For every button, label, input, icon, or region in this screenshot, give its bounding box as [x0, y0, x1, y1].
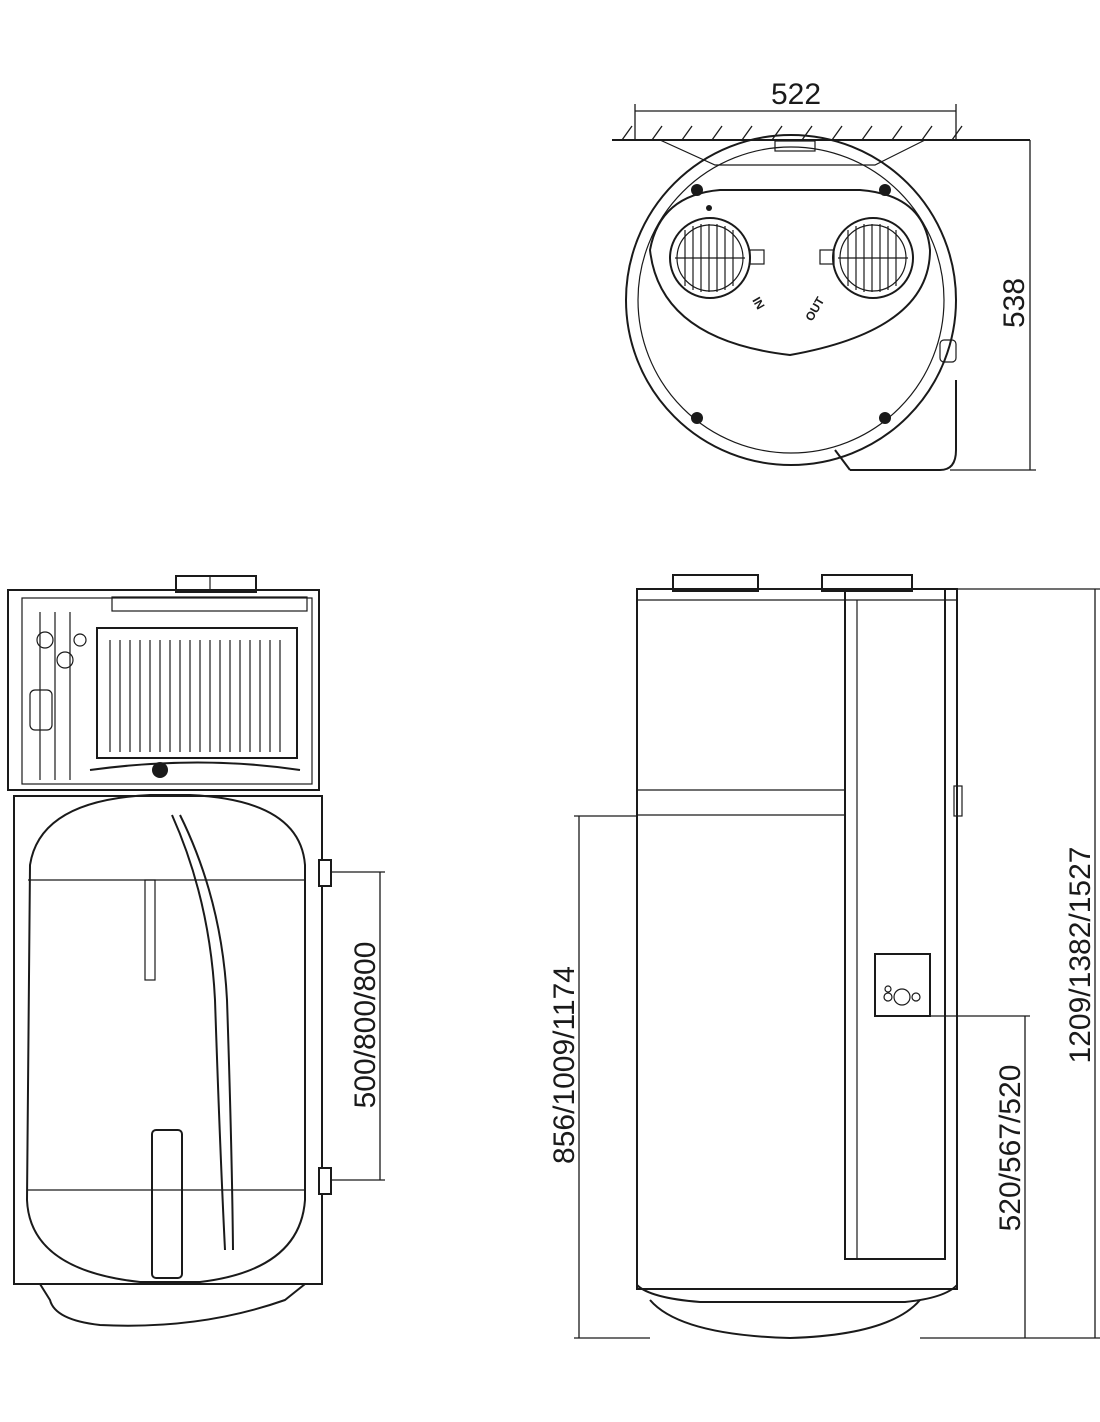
- cross-section-view: 500/800/800: [7, 575, 385, 1327]
- screw-icon: [691, 412, 703, 424]
- screw-icon: [691, 184, 703, 196]
- top-plate: [111, 596, 308, 612]
- outlet-label: OUT: [802, 294, 827, 324]
- depth-dimension-label: 538: [998, 278, 1031, 328]
- upper-housing: [7, 589, 320, 791]
- anode-rod: [144, 879, 156, 981]
- side-panel: [844, 588, 946, 1260]
- side-button: [939, 339, 957, 363]
- evaporator-coil: [96, 627, 298, 759]
- sensor-height-label: 520/567/520: [994, 1065, 1027, 1232]
- lower-connection: [318, 1167, 332, 1195]
- appliance-body: [636, 588, 958, 1290]
- wall-hatching: [621, 125, 963, 141]
- dip-tube-outer: [179, 814, 234, 1251]
- coil-fins: [109, 640, 281, 752]
- inlet-grille: [669, 217, 765, 299]
- base-plate: [649, 1299, 921, 1340]
- control-knob-icon: [893, 988, 911, 1006]
- top-cap: [821, 574, 913, 592]
- upper-connection: [318, 859, 332, 887]
- base: [38, 1283, 308, 1327]
- top-cap: [672, 574, 759, 592]
- connection-height-label: 856/1009/1174: [548, 966, 581, 1164]
- side-view: 856/1009/1174 1209/1382/1527 520/567/520: [548, 574, 1100, 1340]
- width-dimension-label: 522: [771, 78, 821, 111]
- fan-blade: [89, 761, 301, 771]
- top-cap: [175, 575, 257, 593]
- bottom-dome: [636, 1284, 958, 1303]
- control-panel: [874, 953, 931, 1017]
- screw-icon: [879, 184, 891, 196]
- dip-tube: [171, 814, 226, 1251]
- wall-bracket: [659, 139, 926, 166]
- total-height-label: 1209/1382/1527: [1064, 847, 1097, 1064]
- spacing-dimension-label: 500/800/800: [349, 942, 382, 1109]
- side-knob: [953, 785, 963, 817]
- screw-icon: [879, 412, 891, 424]
- top-view: 522 538: [612, 78, 1036, 471]
- heating-element: [151, 1129, 183, 1279]
- inlet-label: IN: [749, 295, 767, 312]
- tank-vessel: [25, 794, 306, 1283]
- lower-housing: [13, 795, 323, 1285]
- tank-outline: [625, 134, 957, 466]
- housing-corner: [850, 380, 957, 471]
- compressor-piping: [29, 612, 87, 780]
- tank-inner-outline: [637, 146, 945, 454]
- outlet-grille: [819, 217, 914, 299]
